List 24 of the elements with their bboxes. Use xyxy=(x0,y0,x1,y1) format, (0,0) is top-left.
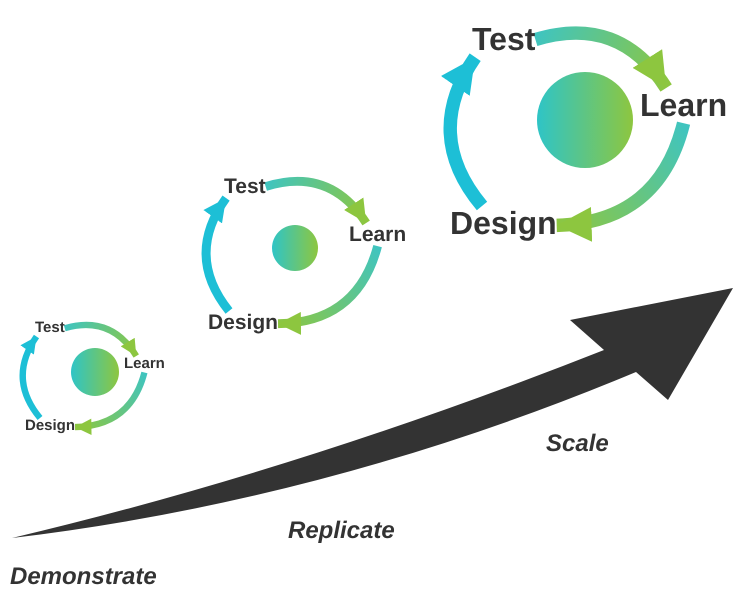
hub-circle xyxy=(537,72,633,168)
cycle-arrow xyxy=(74,372,148,434)
cycle-arrow xyxy=(534,26,672,92)
step-label: Design xyxy=(25,418,76,434)
stage-label: Scale xyxy=(546,430,609,458)
step-label: Learn xyxy=(124,356,165,372)
stage-label: Demonstrate xyxy=(10,563,157,591)
step-label: Test xyxy=(35,320,65,336)
cycle-arrow xyxy=(278,244,382,334)
step-label: Test xyxy=(472,22,536,58)
step-label: Design xyxy=(450,206,557,242)
cycle-arrow xyxy=(20,334,42,420)
hub-circle xyxy=(71,348,119,396)
hub-circle xyxy=(272,225,318,271)
step-label: Learn xyxy=(640,88,728,124)
step-label: Design xyxy=(208,311,278,334)
cycle-arrow xyxy=(64,322,139,358)
cycle-arrow xyxy=(556,121,690,240)
cycle-arrow xyxy=(442,54,488,210)
cycle-arrow xyxy=(202,196,233,314)
step-label: Learn xyxy=(349,223,406,246)
cycle-arrow xyxy=(264,176,370,226)
stage-label: Replicate xyxy=(288,517,395,545)
step-label: Test xyxy=(224,175,266,198)
